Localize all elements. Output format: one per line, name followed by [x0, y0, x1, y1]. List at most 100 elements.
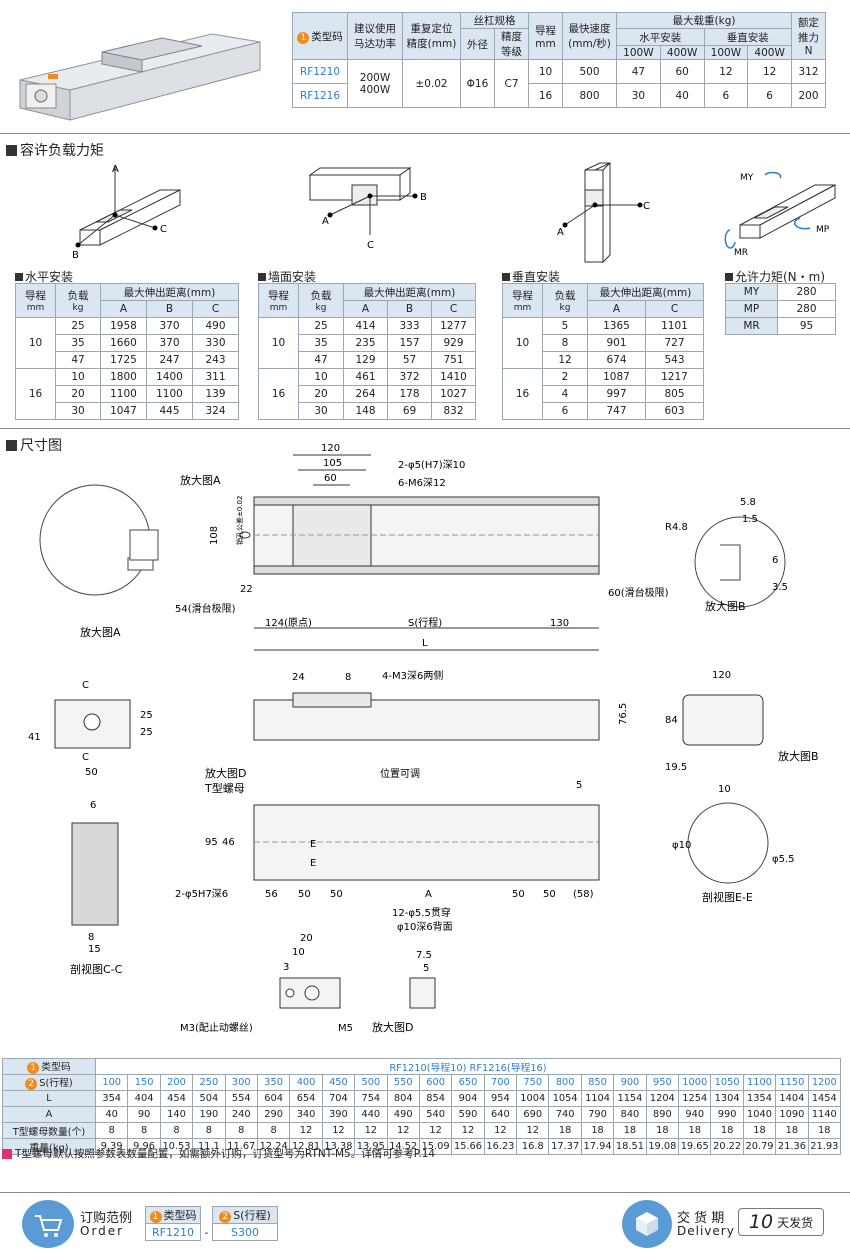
value-cell: 1410 — [431, 368, 476, 386]
lead-value: 10 — [528, 59, 563, 84]
delivery-days: 10 — [748, 1211, 774, 1233]
moment-diagram: MY MP MR — [724, 171, 836, 258]
value-cell: 1725 — [100, 351, 147, 369]
value-cell: 1277 — [431, 317, 476, 335]
load-value: 40 — [659, 83, 705, 108]
speed-value: 500 — [562, 59, 617, 84]
value-cell: 264 — [343, 385, 388, 403]
dim-text: 15 — [88, 944, 101, 955]
th-a-dim: A — [2, 1106, 96, 1123]
square-bullet-icon — [6, 439, 17, 451]
od-value: Φ16 — [460, 59, 495, 108]
value-cell: 25 — [55, 317, 101, 335]
stroke-cell: 500 — [354, 1074, 388, 1091]
weight-cell: 17.37 — [548, 1138, 582, 1155]
dim-text: 108 — [209, 526, 220, 545]
dim-text: 95 — [205, 837, 218, 848]
delivery-cn: 交 货 期 — [677, 1211, 725, 1226]
a-dim-cell: 490 — [386, 1106, 420, 1123]
dim-text: 5 — [576, 780, 582, 791]
type-code: RF1216 — [292, 83, 348, 108]
section-load-label: 容许负载力矩 — [20, 143, 104, 159]
label-section-ee: 剖视图E-E — [702, 890, 753, 904]
label-a: A — [112, 164, 119, 175]
weight-cell: 17.94 — [580, 1138, 615, 1155]
end-view-right — [682, 694, 764, 746]
num-1-icon: 1 — [297, 31, 310, 44]
tnut-count-cell: 8 — [224, 1122, 258, 1139]
a-dim-cell: 940 — [678, 1106, 712, 1123]
label-c: C — [160, 224, 167, 235]
value-cell: 6 — [542, 402, 588, 420]
label-zoom-b: 放大图B — [705, 599, 746, 613]
a-dim-cell: 1040 — [742, 1106, 777, 1123]
stroke-cell: 100 — [94, 1074, 129, 1091]
length-cell: 404 — [127, 1090, 161, 1107]
th-power: 建议使用 马达功率 — [347, 12, 403, 60]
a-dim-cell: 290 — [256, 1106, 291, 1123]
th-dist: 最大伸出距离(mm) — [587, 283, 704, 301]
weight-cell: 12.81 — [289, 1138, 323, 1155]
tnut-count-cell: 8 — [159, 1122, 194, 1139]
value-cell: 243 — [192, 351, 239, 369]
tnut-count-cell: 8 — [127, 1122, 161, 1139]
tnut-count-cell: 18 — [807, 1122, 841, 1139]
dim-text: E — [310, 839, 316, 850]
dim-text: 50 — [543, 889, 556, 900]
label-zoom-a: 放大图A — [180, 473, 221, 487]
value-cell: 747 — [587, 402, 646, 420]
stroke-cell: 300 — [224, 1074, 258, 1091]
vertical-mount-diagram: A C — [557, 161, 650, 264]
length-cell: 354 — [94, 1090, 129, 1107]
delivery-unit: 天发货 — [777, 1215, 814, 1230]
length-cell: 1454 — [807, 1090, 841, 1107]
stroke-cell: 900 — [613, 1074, 647, 1091]
value-cell: 25 — [298, 317, 344, 335]
length-cell: 1104 — [580, 1090, 615, 1107]
dim-text: 22 — [240, 584, 253, 595]
tnut-count-cell: 12 — [289, 1122, 323, 1139]
dim-text: 5.8 — [740, 497, 756, 508]
lead-cell: 16 — [502, 368, 543, 420]
th-lead: 导程 mm — [528, 12, 563, 60]
value-cell: 35 — [55, 334, 101, 352]
dim-text: R4.8 — [665, 522, 688, 533]
dim-text: 12-φ5.5贯穿 — [392, 906, 451, 919]
dim-text: 19.5 — [665, 762, 687, 773]
example-stroke: S300 — [212, 1223, 278, 1241]
moment-value: 95 — [777, 317, 836, 335]
moment-title: 允许力矩(N・m) — [725, 268, 825, 285]
stroke-cell: 1200 — [807, 1074, 841, 1091]
tnut-count-cell: 12 — [418, 1122, 453, 1139]
weight-cell: 13.38 — [321, 1138, 356, 1155]
a-dim-cell: 390 — [321, 1106, 356, 1123]
th-length: L — [2, 1090, 96, 1107]
dim-text: 50 — [512, 889, 525, 900]
length-cell: 1254 — [678, 1090, 712, 1107]
value-cell: 333 — [387, 317, 432, 335]
a-dim-cell: 90 — [127, 1106, 161, 1123]
value-cell: 445 — [146, 402, 193, 420]
th-col: A — [100, 300, 147, 318]
label-section-cc: 剖视图C-C — [70, 962, 123, 976]
dim-text: C — [82, 752, 89, 763]
dim-text: E — [310, 858, 316, 869]
dim-text: 3.5 — [772, 582, 788, 593]
value-cell: 1100 — [100, 385, 147, 403]
dim-text: M3(配止动螺丝) — [180, 1022, 253, 1034]
value-cell: 372 — [387, 368, 432, 386]
divider — [0, 1192, 850, 1193]
tnut-count-cell: 18 — [548, 1122, 582, 1139]
dim-text: 8 — [345, 672, 351, 683]
value-cell: 674 — [587, 351, 646, 369]
value-cell: 311 — [192, 368, 239, 386]
